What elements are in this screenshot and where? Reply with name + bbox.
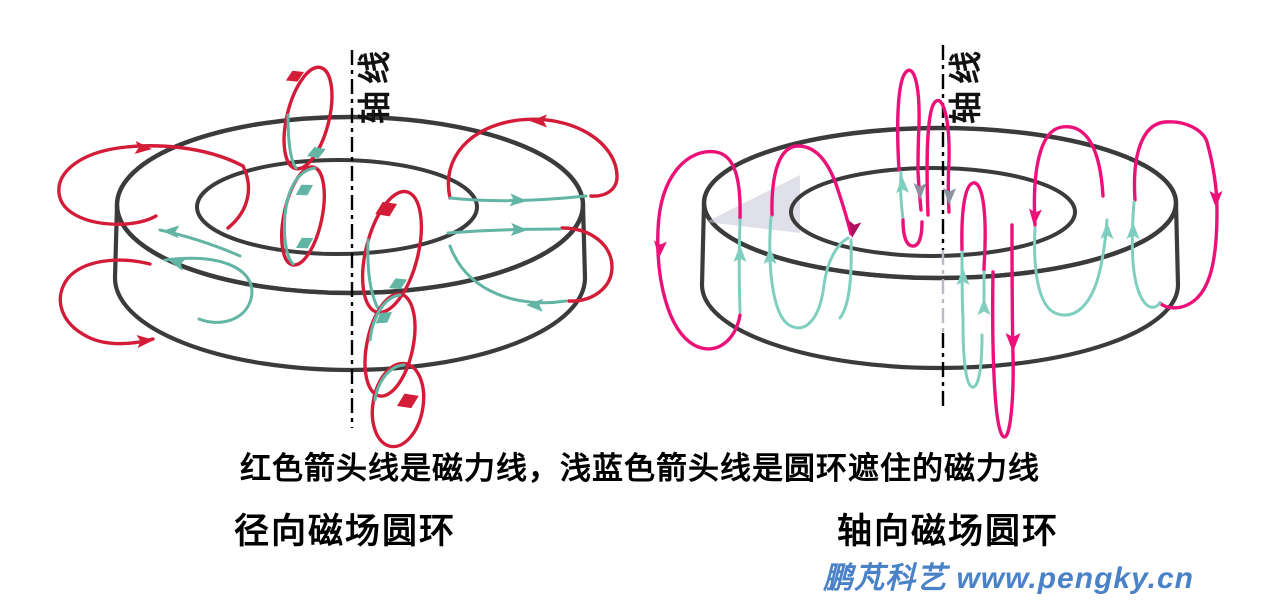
field-line-hidden bbox=[163, 256, 254, 324]
arrowhead-icon bbox=[1005, 333, 1021, 352]
arrowhead-icon bbox=[397, 393, 419, 409]
field-line bbox=[895, 68, 921, 172]
arrowhead-icon bbox=[375, 312, 392, 324]
left-arrowheads bbox=[134, 70, 547, 409]
arrowhead-icon bbox=[296, 237, 314, 249]
field-line bbox=[925, 98, 951, 217]
field-line-hidden bbox=[368, 293, 402, 342]
arrowhead-icon bbox=[136, 335, 154, 348]
right-torus-hole bbox=[789, 166, 1077, 258]
arrowhead-icon bbox=[977, 298, 991, 315]
arrowhead-icon bbox=[134, 141, 152, 154]
arrowhead-icon bbox=[509, 193, 527, 207]
field-line-hidden bbox=[737, 218, 742, 314]
arrowhead-icon bbox=[1126, 222, 1140, 239]
arrowhead-icon bbox=[913, 183, 927, 200]
field-line bbox=[58, 258, 155, 346]
arrowhead-icon bbox=[896, 176, 910, 194]
right-field-lines bbox=[654, 68, 1223, 439]
field-line bbox=[991, 223, 1015, 439]
field-line bbox=[446, 117, 619, 200]
field-line-hidden bbox=[373, 363, 406, 402]
field-line-hidden bbox=[448, 244, 568, 305]
arrowhead-icon bbox=[733, 245, 747, 262]
arrowhead-icon bbox=[530, 114, 547, 128]
watermark-text: 鹏芃科艺 www.pengky.cn bbox=[823, 562, 1194, 595]
field-line bbox=[1032, 125, 1105, 227]
left-ring-title: 径向磁场圆环 bbox=[233, 512, 456, 551]
right-torus bbox=[699, 125, 1181, 371]
field-line-hidden bbox=[366, 238, 381, 312]
arrowhead-icon bbox=[526, 298, 544, 312]
arrowhead-icon bbox=[1209, 191, 1223, 208]
field-line bbox=[226, 164, 251, 230]
field-line-hidden bbox=[961, 320, 984, 389]
field-line-hidden bbox=[899, 170, 905, 220]
left-torus-top-face bbox=[114, 114, 586, 296]
field-line bbox=[770, 144, 853, 236]
arrowhead-icon bbox=[168, 258, 187, 271]
field-line bbox=[363, 292, 417, 398]
arrowhead-icon bbox=[375, 201, 397, 217]
field-line-hidden bbox=[286, 113, 298, 170]
arrowhead-icon bbox=[956, 268, 970, 285]
field-line-hidden bbox=[448, 194, 588, 203]
left-torus bbox=[112, 114, 588, 373]
field-line-hidden bbox=[1130, 200, 1162, 309]
arrowhead-icon bbox=[763, 247, 777, 264]
left-field-lines bbox=[57, 65, 619, 449]
field-line-hidden bbox=[1033, 218, 1109, 317]
field-line-hidden bbox=[960, 250, 965, 322]
right-torus-shading-wedge bbox=[706, 175, 800, 233]
left-axis-label: 轴线 bbox=[356, 44, 393, 124]
arrowhead-icon bbox=[162, 225, 180, 239]
right-torus-top-face bbox=[701, 125, 1179, 281]
field-line bbox=[656, 149, 742, 351]
field-line-hidden bbox=[446, 227, 562, 235]
arrowhead-icon bbox=[1029, 208, 1042, 226]
field-line bbox=[1132, 120, 1219, 310]
arrowhead-icon bbox=[285, 70, 304, 82]
right-axis-label: 轴线 bbox=[947, 44, 984, 124]
field-line bbox=[960, 181, 987, 272]
field-line bbox=[370, 361, 426, 449]
field-line bbox=[901, 218, 924, 248]
arrowhead-icon bbox=[654, 240, 667, 258]
arrowhead-icon bbox=[389, 278, 408, 290]
arrowhead-icon bbox=[848, 220, 862, 238]
field-line-hidden bbox=[838, 238, 853, 320]
arrowhead-icon bbox=[295, 184, 313, 196]
field-line-hidden bbox=[768, 215, 850, 330]
right-arrowheads bbox=[654, 176, 1223, 352]
left-torus-hole bbox=[195, 158, 479, 256]
arrowhead-icon bbox=[510, 222, 528, 236]
right-ring-title: 轴向磁场圆环 bbox=[836, 512, 1059, 551]
field-line bbox=[560, 226, 614, 303]
field-line bbox=[57, 144, 245, 226]
arrowhead-icon bbox=[1100, 222, 1114, 239]
legend-caption: 红色箭头线是磁力线，浅蓝色箭头线是圆环遮住的磁力线 bbox=[240, 451, 1040, 486]
field-line-hidden bbox=[283, 166, 317, 266]
arrowhead-icon bbox=[307, 146, 326, 159]
arrowhead-icon bbox=[943, 187, 957, 205]
